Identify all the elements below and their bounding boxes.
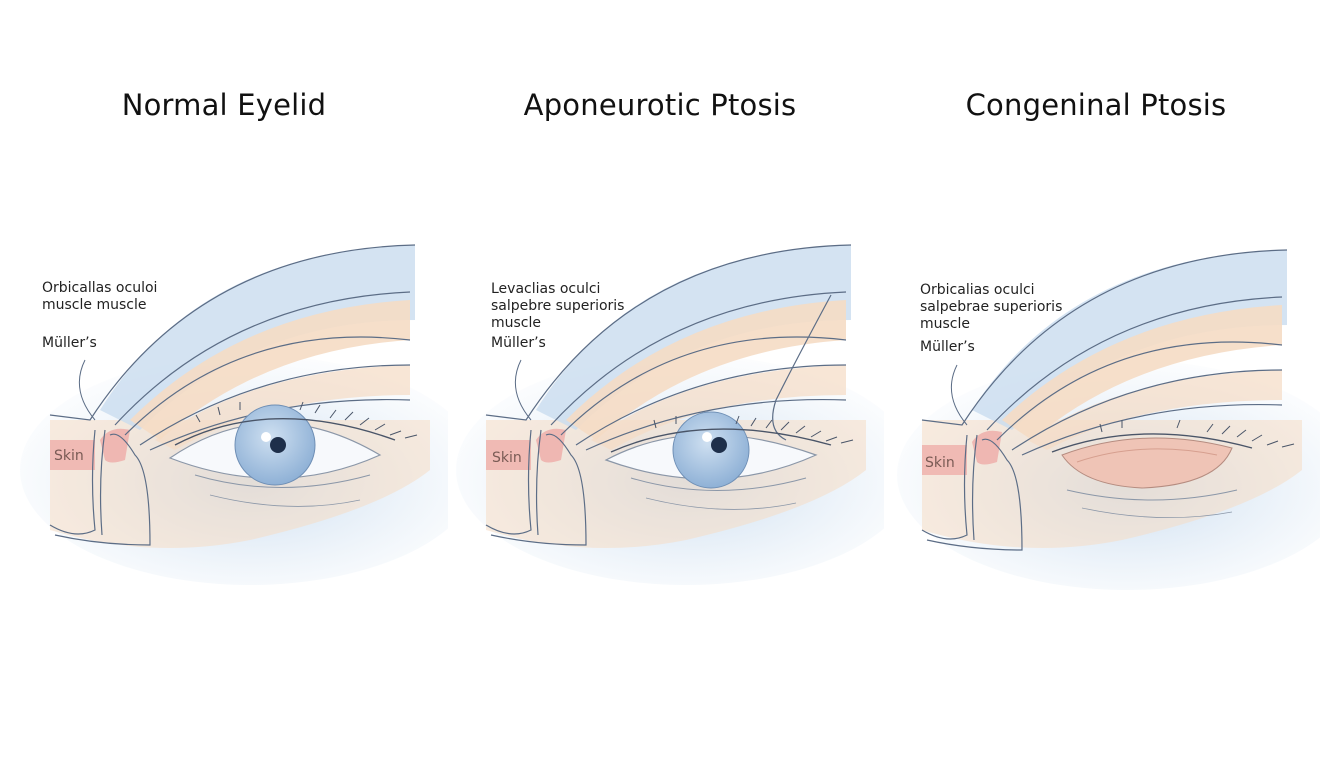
panel-normal-eyelid: Normal Eyelid Orbicallas oculoi muscle m… xyxy=(0,0,448,768)
panel-congenital-ptosis: Congeninal Ptosis Orbicalias oculci salp… xyxy=(872,0,1320,768)
eyelid-illustration-normal xyxy=(20,244,448,585)
panel-aponeurotic-ptosis: Aponeurotic Ptosis Levaclias oculci salp… xyxy=(436,0,884,768)
label-muller: Müller’s xyxy=(42,335,97,351)
label-upper-muscle: Levaclias oculci salpebre superioris mus… xyxy=(491,281,625,331)
eyelid-illustration-aponeurotic xyxy=(456,244,884,585)
eyelid-illustration-congenital xyxy=(897,249,1320,590)
label-skin: Skin xyxy=(925,455,955,471)
panel-title: Aponeurotic Ptosis xyxy=(523,88,797,122)
label-upper-muscle: Orbicalias oculci salpebrae superioris m… xyxy=(920,282,1063,332)
label-muller: Müller’s xyxy=(491,335,546,351)
panel-title: Congeninal Ptosis xyxy=(965,88,1227,122)
label-upper-muscle: Orbicallas oculoi muscle muscle xyxy=(42,280,158,313)
panel-title: Normal Eyelid xyxy=(121,88,327,122)
label-skin: Skin xyxy=(492,450,522,466)
label-muller: Müller’s xyxy=(920,339,975,355)
label-skin: Skin xyxy=(54,448,84,464)
